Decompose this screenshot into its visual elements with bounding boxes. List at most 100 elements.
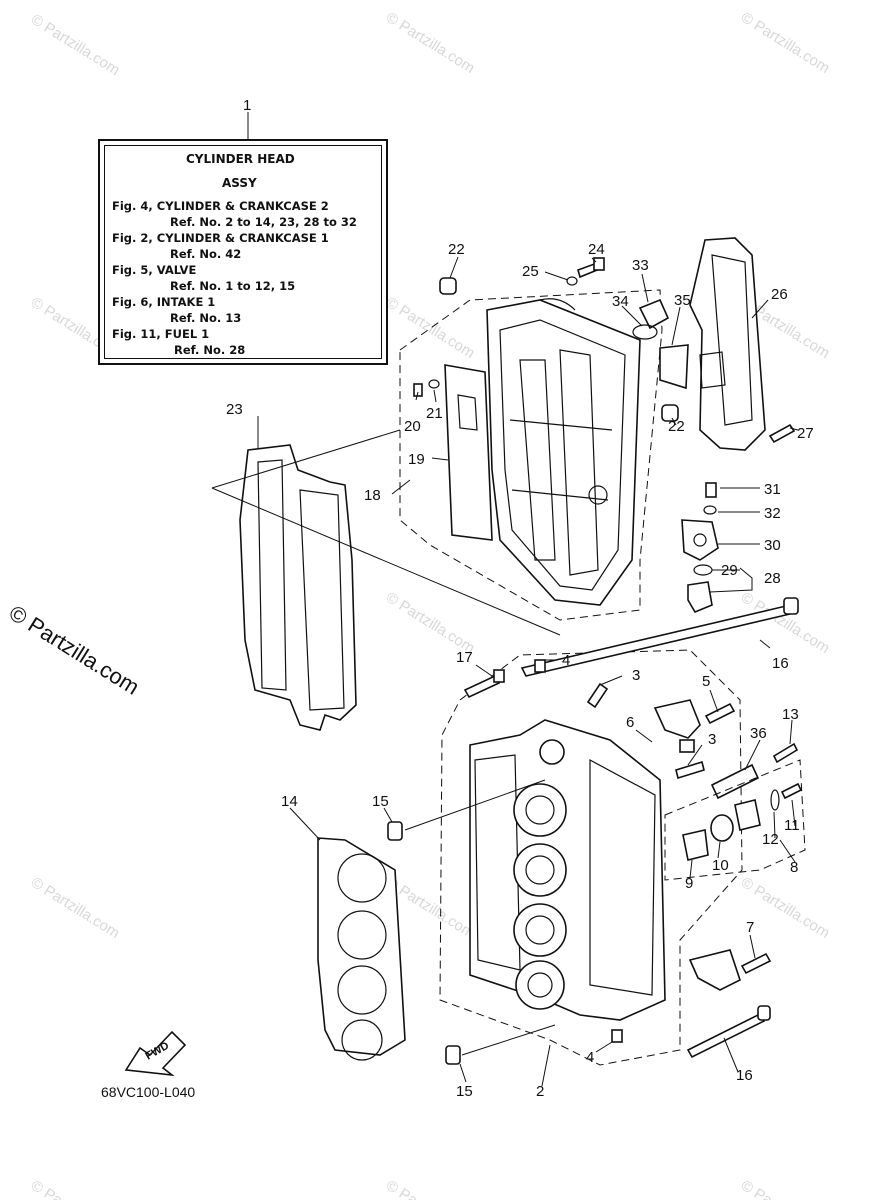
- callout-13: 13: [782, 706, 799, 723]
- assembly-legend-box: CYLINDER HEAD ASSY Fig. 4, CYLINDER & CR…: [98, 139, 388, 365]
- legend-line: Ref. No. 42: [170, 247, 242, 261]
- callout-17: 17: [456, 649, 473, 666]
- gasket-23: [239, 444, 357, 731]
- callout-18: 18: [364, 487, 381, 504]
- callout-26: 26: [771, 286, 788, 303]
- bolt-7: [740, 952, 772, 975]
- pin-3-right: [675, 760, 705, 780]
- callout-7: 7: [746, 919, 754, 936]
- callout-23: 23: [226, 401, 243, 418]
- sensor-30: [681, 519, 719, 561]
- bolt-16-bottom: [686, 1005, 771, 1059]
- bolt-27: [768, 423, 796, 444]
- callout-6: 6: [626, 714, 634, 731]
- leader-lines: [211, 112, 799, 1087]
- cover-assembly-boundary: [399, 289, 663, 621]
- callout-21: 21: [426, 405, 443, 422]
- bracket-7: [688, 949, 741, 991]
- bolt-13: [772, 742, 799, 764]
- grommet-22-top: [439, 277, 457, 295]
- legend-line: Ref. No. 2 to 14, 23, 28 to 32: [170, 215, 357, 229]
- washer-21: [428, 379, 440, 389]
- callout-14: 14: [281, 793, 298, 810]
- callout-22: 22: [448, 241, 465, 258]
- legend-line: Ref. No. 13: [170, 311, 242, 325]
- callout-33: 33: [632, 257, 649, 274]
- screw-31: [705, 482, 717, 498]
- watermark: © Partzilla.com: [383, 9, 478, 77]
- label-35: [659, 344, 689, 390]
- sensor-36: [710, 763, 760, 800]
- callout-29: 29: [721, 562, 738, 579]
- thermostat-group-boundary: [664, 759, 806, 881]
- gasket-12: [770, 789, 780, 811]
- plate-19: [444, 364, 493, 541]
- plug-4-bottom: [611, 1029, 623, 1043]
- callout-15: 15: [372, 793, 389, 810]
- head-gasket-14: [317, 837, 406, 1061]
- legend-title: CYLINDER HEAD: [186, 152, 295, 166]
- watermark: © Partzilla.com: [28, 1177, 123, 1200]
- callout-16: 16: [736, 1067, 753, 1084]
- callout-12: 12: [762, 831, 779, 848]
- callout-4: 4: [562, 652, 570, 669]
- bolt-16-top: [520, 597, 799, 677]
- fwd-arrow-icon: FWD: [124, 1030, 187, 1077]
- legend-line: Ref. No. 1 to 12, 15: [170, 279, 296, 293]
- cap-9: [682, 829, 709, 861]
- dowel-15-top: [387, 821, 403, 841]
- bracket-26: [689, 237, 766, 451]
- legend-line: Fig. 4, CYLINDER & CRANKCASE 2: [112, 199, 329, 213]
- legend-inner-frame: [104, 145, 382, 359]
- callout-9: 9: [685, 875, 693, 892]
- legend-line: Fig. 5, VALVE: [112, 263, 197, 277]
- bracket-6: [653, 699, 701, 739]
- watermark: © Partzilla.com: [28, 11, 123, 79]
- pin-3-top: [586, 682, 609, 709]
- callout-28: 28: [764, 570, 781, 587]
- cap-33: [638, 298, 670, 330]
- callout-22: 22: [668, 418, 685, 435]
- callouts: 1 22 24 25 33 34 35 26 23 21 20 22 27 19…: [226, 97, 814, 1100]
- legend-subtitle: ASSY: [222, 176, 257, 190]
- callout-31: 31: [764, 481, 781, 498]
- callout-11: 11: [784, 817, 800, 834]
- callout-3: 3: [632, 667, 640, 684]
- plug-4-top: [534, 659, 546, 673]
- collar-6: [679, 739, 695, 753]
- dowel-15-bottom: [445, 1045, 461, 1065]
- callout-16: 16: [772, 655, 789, 672]
- plate-19-window: [457, 394, 478, 431]
- housing-8: [734, 799, 761, 831]
- callout-8: 8: [790, 859, 798, 876]
- callout-24: 24: [588, 241, 605, 258]
- bolt-11: [780, 782, 803, 800]
- bolt-5: [704, 702, 736, 725]
- watermark: © Partzilla.com: [383, 1177, 478, 1200]
- washer-25: [566, 276, 578, 286]
- screw-20: [413, 383, 423, 397]
- legend-line: Fig. 11, FUEL 1: [112, 327, 210, 341]
- callout-3: 3: [708, 731, 716, 748]
- cylinder-head-2: [469, 719, 666, 1021]
- o-ring-34: [632, 324, 658, 340]
- grommet-22-right: [661, 404, 679, 422]
- callout-35: 35: [674, 292, 691, 309]
- watermark: © Partzilla.com: [28, 874, 123, 942]
- diagram-code: 68VC100-L040: [101, 1084, 196, 1100]
- callout-36: 36: [750, 725, 767, 742]
- callout-27: 27: [797, 425, 814, 442]
- callout-19: 19: [408, 451, 425, 468]
- cylinder-head-cover-18: [486, 298, 641, 606]
- watermark: © Partzilla.com: [738, 9, 833, 77]
- watermark: © Partzilla.com: [738, 1177, 833, 1200]
- bolt-24: [577, 257, 605, 279]
- callout-4: 4: [586, 1049, 594, 1066]
- callout-20: 20: [404, 418, 421, 435]
- callout-2: 2: [536, 1083, 544, 1100]
- sender-28: [687, 581, 713, 614]
- callout-30: 30: [764, 537, 781, 554]
- legend-line: Fig. 2, CYLINDER & CRANKCASE 1: [112, 231, 329, 245]
- callout-15: 15: [456, 1083, 473, 1100]
- bolt-17: [463, 669, 505, 699]
